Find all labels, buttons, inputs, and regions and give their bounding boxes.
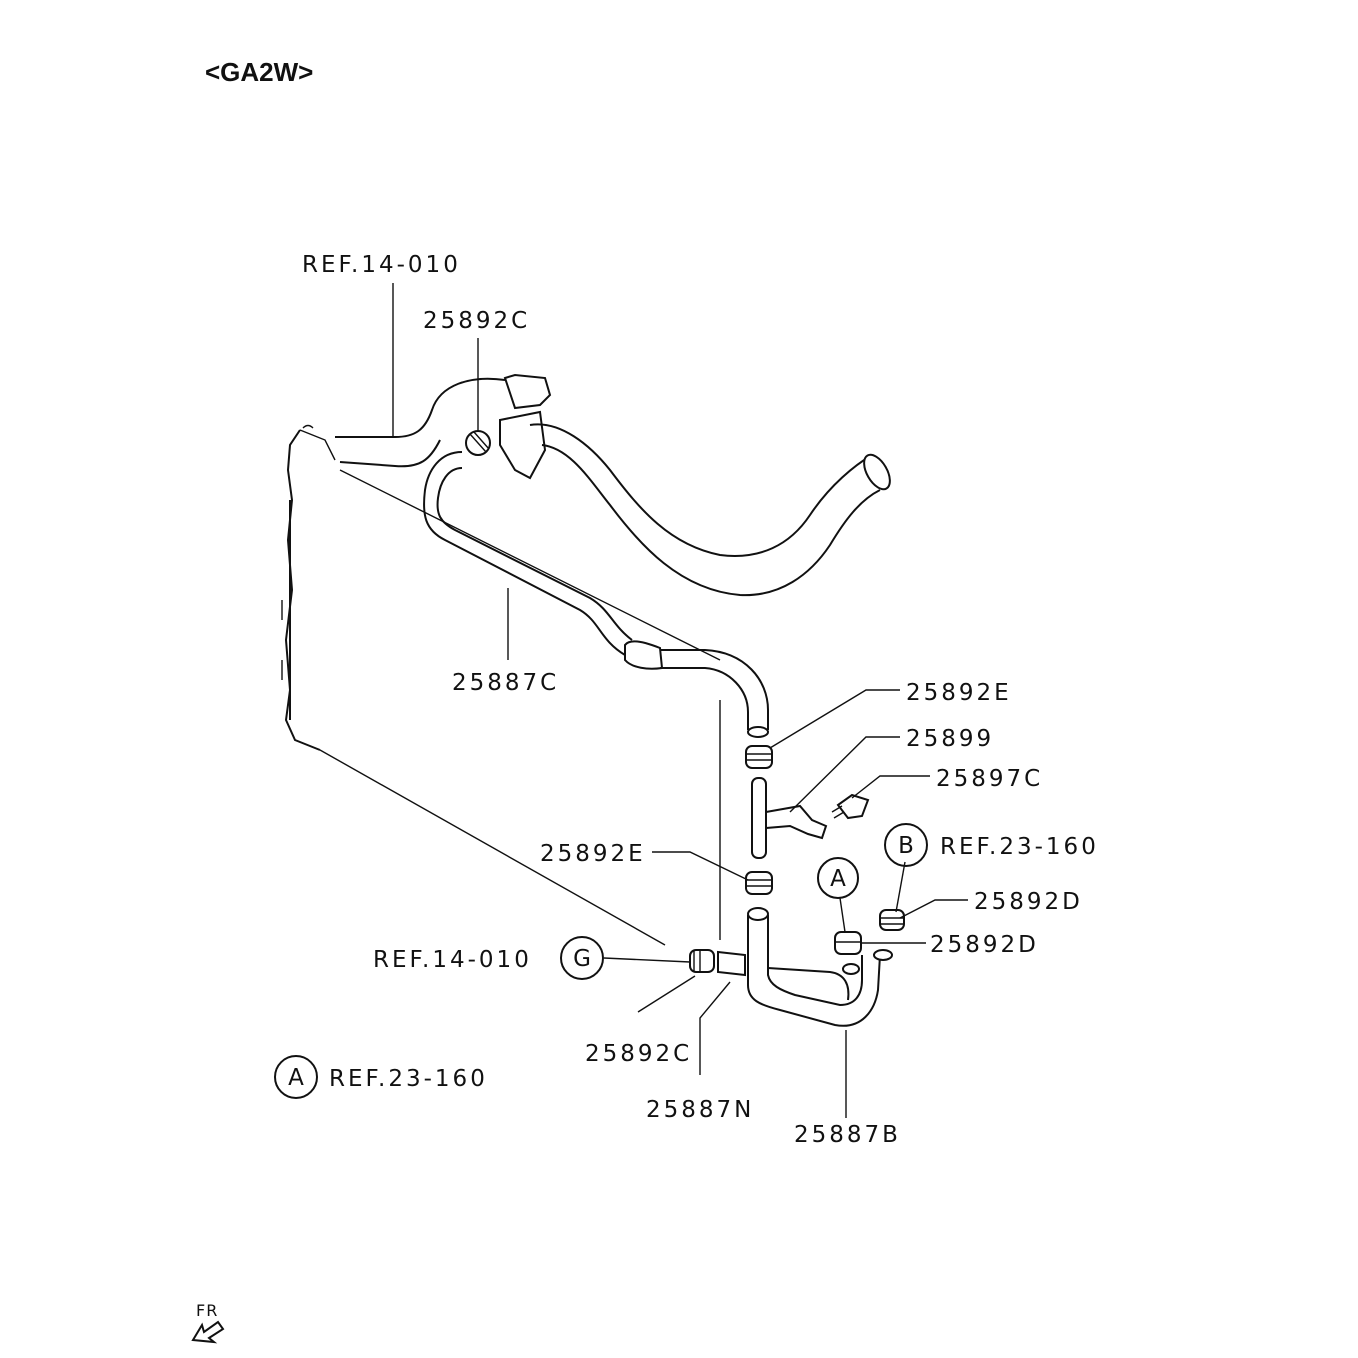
label-25892d-upper: 25892D — [974, 889, 1083, 915]
label-25887b: 25887B — [794, 1122, 901, 1148]
svg-text:A: A — [288, 1065, 304, 1091]
label-25887c: 25887C — [452, 670, 559, 696]
bracket-25899 — [765, 804, 828, 840]
clamp-25892c-top — [465, 430, 491, 456]
svg-text:B: B — [898, 833, 914, 859]
upper-radiator-hose — [335, 373, 891, 597]
leader-lines — [392, 283, 968, 1118]
diagram-title: <GA2W> — [205, 57, 313, 87]
joint-pipe — [751, 777, 767, 859]
label-25899: 25899 — [906, 726, 994, 752]
label-25892e-upper: 25892E — [906, 680, 1012, 706]
label-ref-a: REF.23-160 — [329, 1066, 488, 1092]
legend-a: A — [274, 1055, 318, 1099]
label-25892e-lower: 25892E — [540, 841, 646, 867]
clamp-25892e-upper — [745, 745, 773, 769]
label-25892c-top: 25892C — [423, 308, 530, 334]
label-25897c: 25897C — [936, 766, 1043, 792]
valve-25897c — [831, 793, 870, 820]
clamp-25892d-upper — [879, 909, 905, 931]
callout-b: B — [884, 823, 928, 867]
clamp-25892c-bottom — [689, 949, 715, 973]
front-label: FR — [196, 1301, 218, 1320]
front-indicator: FR — [191, 1301, 225, 1344]
label-ref-b: REF.23-160 — [940, 834, 1099, 860]
clamp-25892d-lower — [834, 931, 862, 955]
middle-assembly — [745, 745, 870, 895]
label-ref-top: REF.14-010 — [302, 252, 461, 278]
hose-25887c — [423, 430, 769, 738]
hose-25887b — [747, 907, 893, 1027]
callout-a: A — [817, 857, 859, 899]
callout-g: G — [560, 936, 604, 980]
hose-25887n — [717, 950, 746, 977]
label-25892d-lower: 25892D — [930, 932, 1039, 958]
front-arrow-icon — [191, 1320, 225, 1344]
svg-text:G: G — [573, 946, 591, 972]
label-25887n: 25887N — [646, 1097, 754, 1123]
svg-text:A: A — [830, 866, 846, 892]
radiator — [281, 424, 721, 946]
label-25892c-bottom: 25892C — [585, 1041, 692, 1067]
clamp-25892e-lower — [745, 871, 773, 895]
label-ref-g: REF.14-010 — [373, 947, 532, 973]
